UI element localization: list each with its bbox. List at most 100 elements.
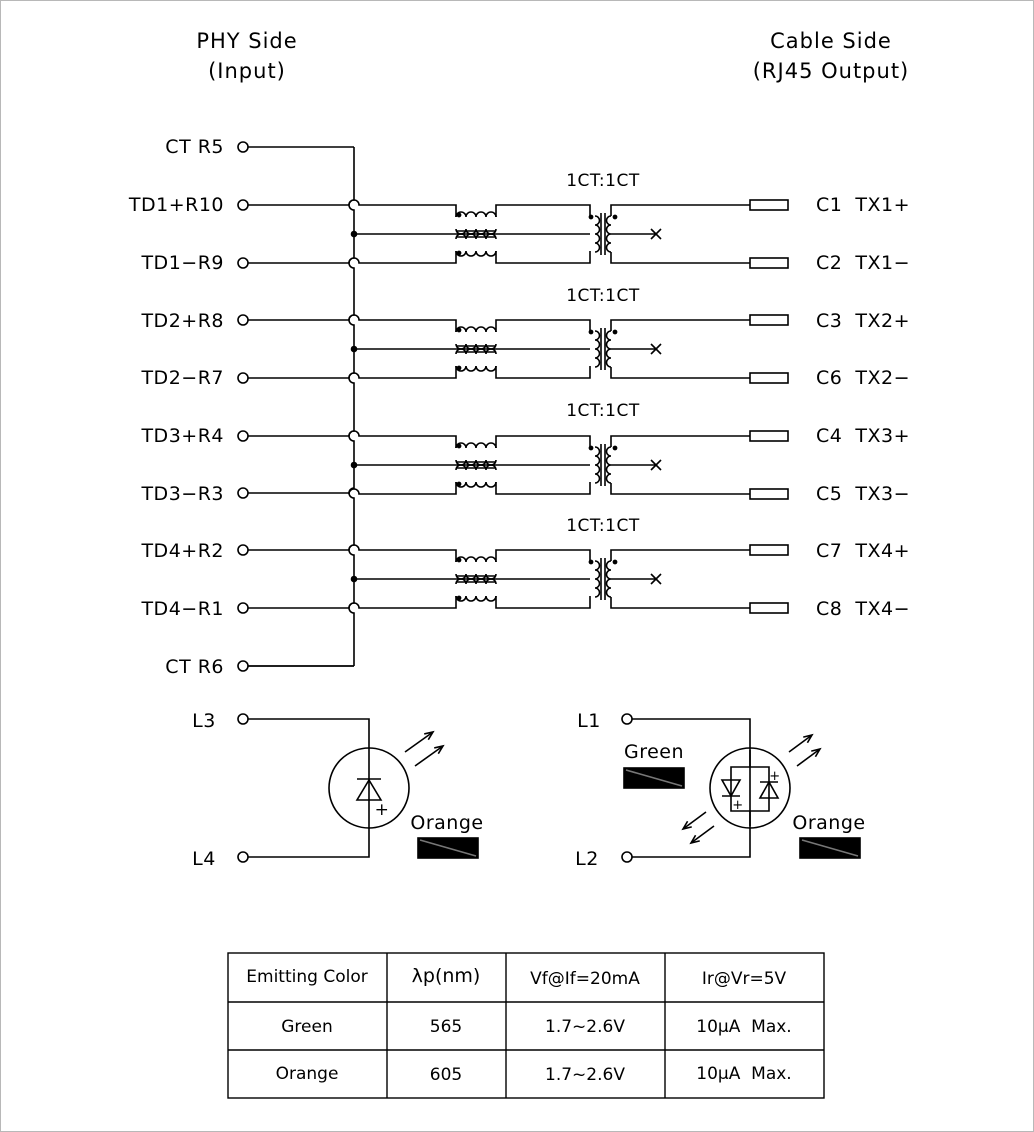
choke-coil: [455, 343, 497, 350]
diode-symbol-green: [720, 779, 742, 798]
pin-label-td3p: TD3+R4: [140, 425, 224, 447]
spec-table: Emitting Color λp(nm) Vf@If=20mA Ir@Vr=5…: [227, 952, 825, 1099]
table-border: [227, 952, 825, 1099]
no-connect-mark: [650, 459, 662, 471]
polarity-dot: [456, 595, 462, 601]
emission-arrow: [424, 730, 435, 741]
led-body: [328, 747, 410, 829]
emission-arrow: [681, 820, 692, 831]
choke-coil: [455, 326, 497, 333]
terminal-circle: [237, 602, 249, 614]
led-wire: [632, 718, 751, 858]
signal-wire: [495, 549, 591, 562]
signal-wire: [610, 483, 750, 495]
polarity-dot: [456, 365, 462, 371]
pin-label-c3: C3 TX2+: [816, 310, 910, 332]
transformer-primary: [594, 446, 601, 484]
rj45-contact: [749, 544, 789, 556]
polarity-dot: [456, 327, 462, 333]
pin-label-c2: C2 TX1−: [816, 252, 910, 274]
signal-wire: [348, 544, 457, 562]
table-header-color: Emitting Color: [246, 967, 367, 987]
signal-wire: [495, 482, 591, 495]
signal-wire: [348, 314, 457, 332]
terminal-circle: [621, 851, 633, 863]
swatch-diagonal: [419, 839, 477, 857]
led-right-color-label-orange: Orange: [792, 812, 865, 834]
table-cell: Green: [281, 1017, 332, 1037]
no-connect-mark: [650, 573, 662, 585]
table-header-wavelength: λp(nm): [412, 965, 481, 987]
transformer-secondary: [605, 330, 612, 368]
terminal-circle: [237, 544, 249, 556]
led-left-pin-bottom: L4: [192, 848, 216, 870]
pin-label-c8: C8 TX4−: [816, 598, 910, 620]
rj45-contact: [749, 488, 789, 500]
rj45-contact: [749, 372, 789, 384]
pin-label-td1p: TD1+R10: [128, 194, 224, 216]
phy-side-title: PHY Side: [196, 29, 297, 53]
cable-side-title: Cable Side: [770, 29, 892, 53]
polarity-dot: [588, 214, 594, 220]
table-cell: 565: [430, 1017, 462, 1037]
signal-wire: [610, 252, 750, 264]
polarity-dot: [456, 250, 462, 256]
signal-wire: [348, 596, 457, 609]
led-right-plus-left: +: [732, 798, 743, 813]
pin-label-c4: C4 TX3+: [816, 425, 910, 447]
emission-arrow: [811, 747, 822, 758]
transformer-secondary: [605, 560, 612, 598]
polarity-dot: [588, 329, 594, 335]
table-cell: 10μA Max.: [696, 1064, 791, 1084]
terminal-circle: [621, 713, 633, 725]
signal-wire: [495, 366, 591, 379]
polarity-dot: [456, 443, 462, 449]
choke-coil: [455, 573, 497, 580]
led-left-plus: +: [375, 800, 390, 820]
rj45-contact: [749, 199, 789, 211]
rj45-contact: [749, 430, 789, 442]
pin-label-td3n: TD3−R3: [140, 483, 224, 505]
phy-side-subtitle: (Input): [208, 59, 286, 83]
left-pin-group: CT R5 TD1+R10 TD1−R9 TD2+R8 TD2−R7 TD3+R…: [128, 136, 224, 678]
transformer-primary: [594, 215, 601, 253]
led-right-pin-top: L1: [577, 710, 601, 732]
pin-label-td4p: TD4+R2: [140, 540, 224, 562]
table-cell: 1.7~2.6V: [545, 1017, 625, 1037]
emission-arrow: [682, 811, 707, 830]
transformer-secondary: [605, 446, 612, 484]
signal-wire: [495, 319, 591, 332]
cable-side-subtitle: (RJ45 Output): [753, 59, 910, 83]
signal-wire: [495, 435, 591, 448]
emission-arrow: [796, 748, 821, 767]
no-connect-mark: [650, 228, 662, 240]
pin-label-c7: C7 TX4+: [816, 540, 910, 562]
signal-wire: [348, 366, 457, 379]
ratio-label-4: 1CT:1CT: [566, 516, 640, 536]
table-cell: 605: [430, 1065, 462, 1085]
rj45-contact: [749, 257, 789, 269]
signal-wire: [495, 204, 591, 217]
terminal-circle: [237, 713, 249, 725]
emission-arrow: [689, 834, 700, 845]
terminal-circle: [237, 141, 249, 153]
signal-wire: [495, 596, 591, 609]
choke-coil: [455, 442, 497, 449]
pin-label-c6: C6 TX2−: [816, 367, 910, 389]
polarity-dot: [456, 212, 462, 218]
signal-wire: [610, 367, 750, 379]
choke-coil: [455, 556, 497, 563]
choke-coil: [455, 481, 497, 488]
rj45-contact: [749, 314, 789, 326]
diode-symbol-orange: [758, 780, 780, 799]
choke-coil: [455, 250, 497, 257]
terminal-circle: [237, 660, 249, 672]
choke-coil: [455, 348, 497, 355]
led-right-color-label-green: Green: [624, 741, 684, 763]
choke-coil: [455, 595, 497, 602]
choke-coil: [455, 228, 497, 235]
terminal-circle: [237, 487, 249, 499]
pin-label-ct-r6: CT R6: [165, 656, 224, 678]
